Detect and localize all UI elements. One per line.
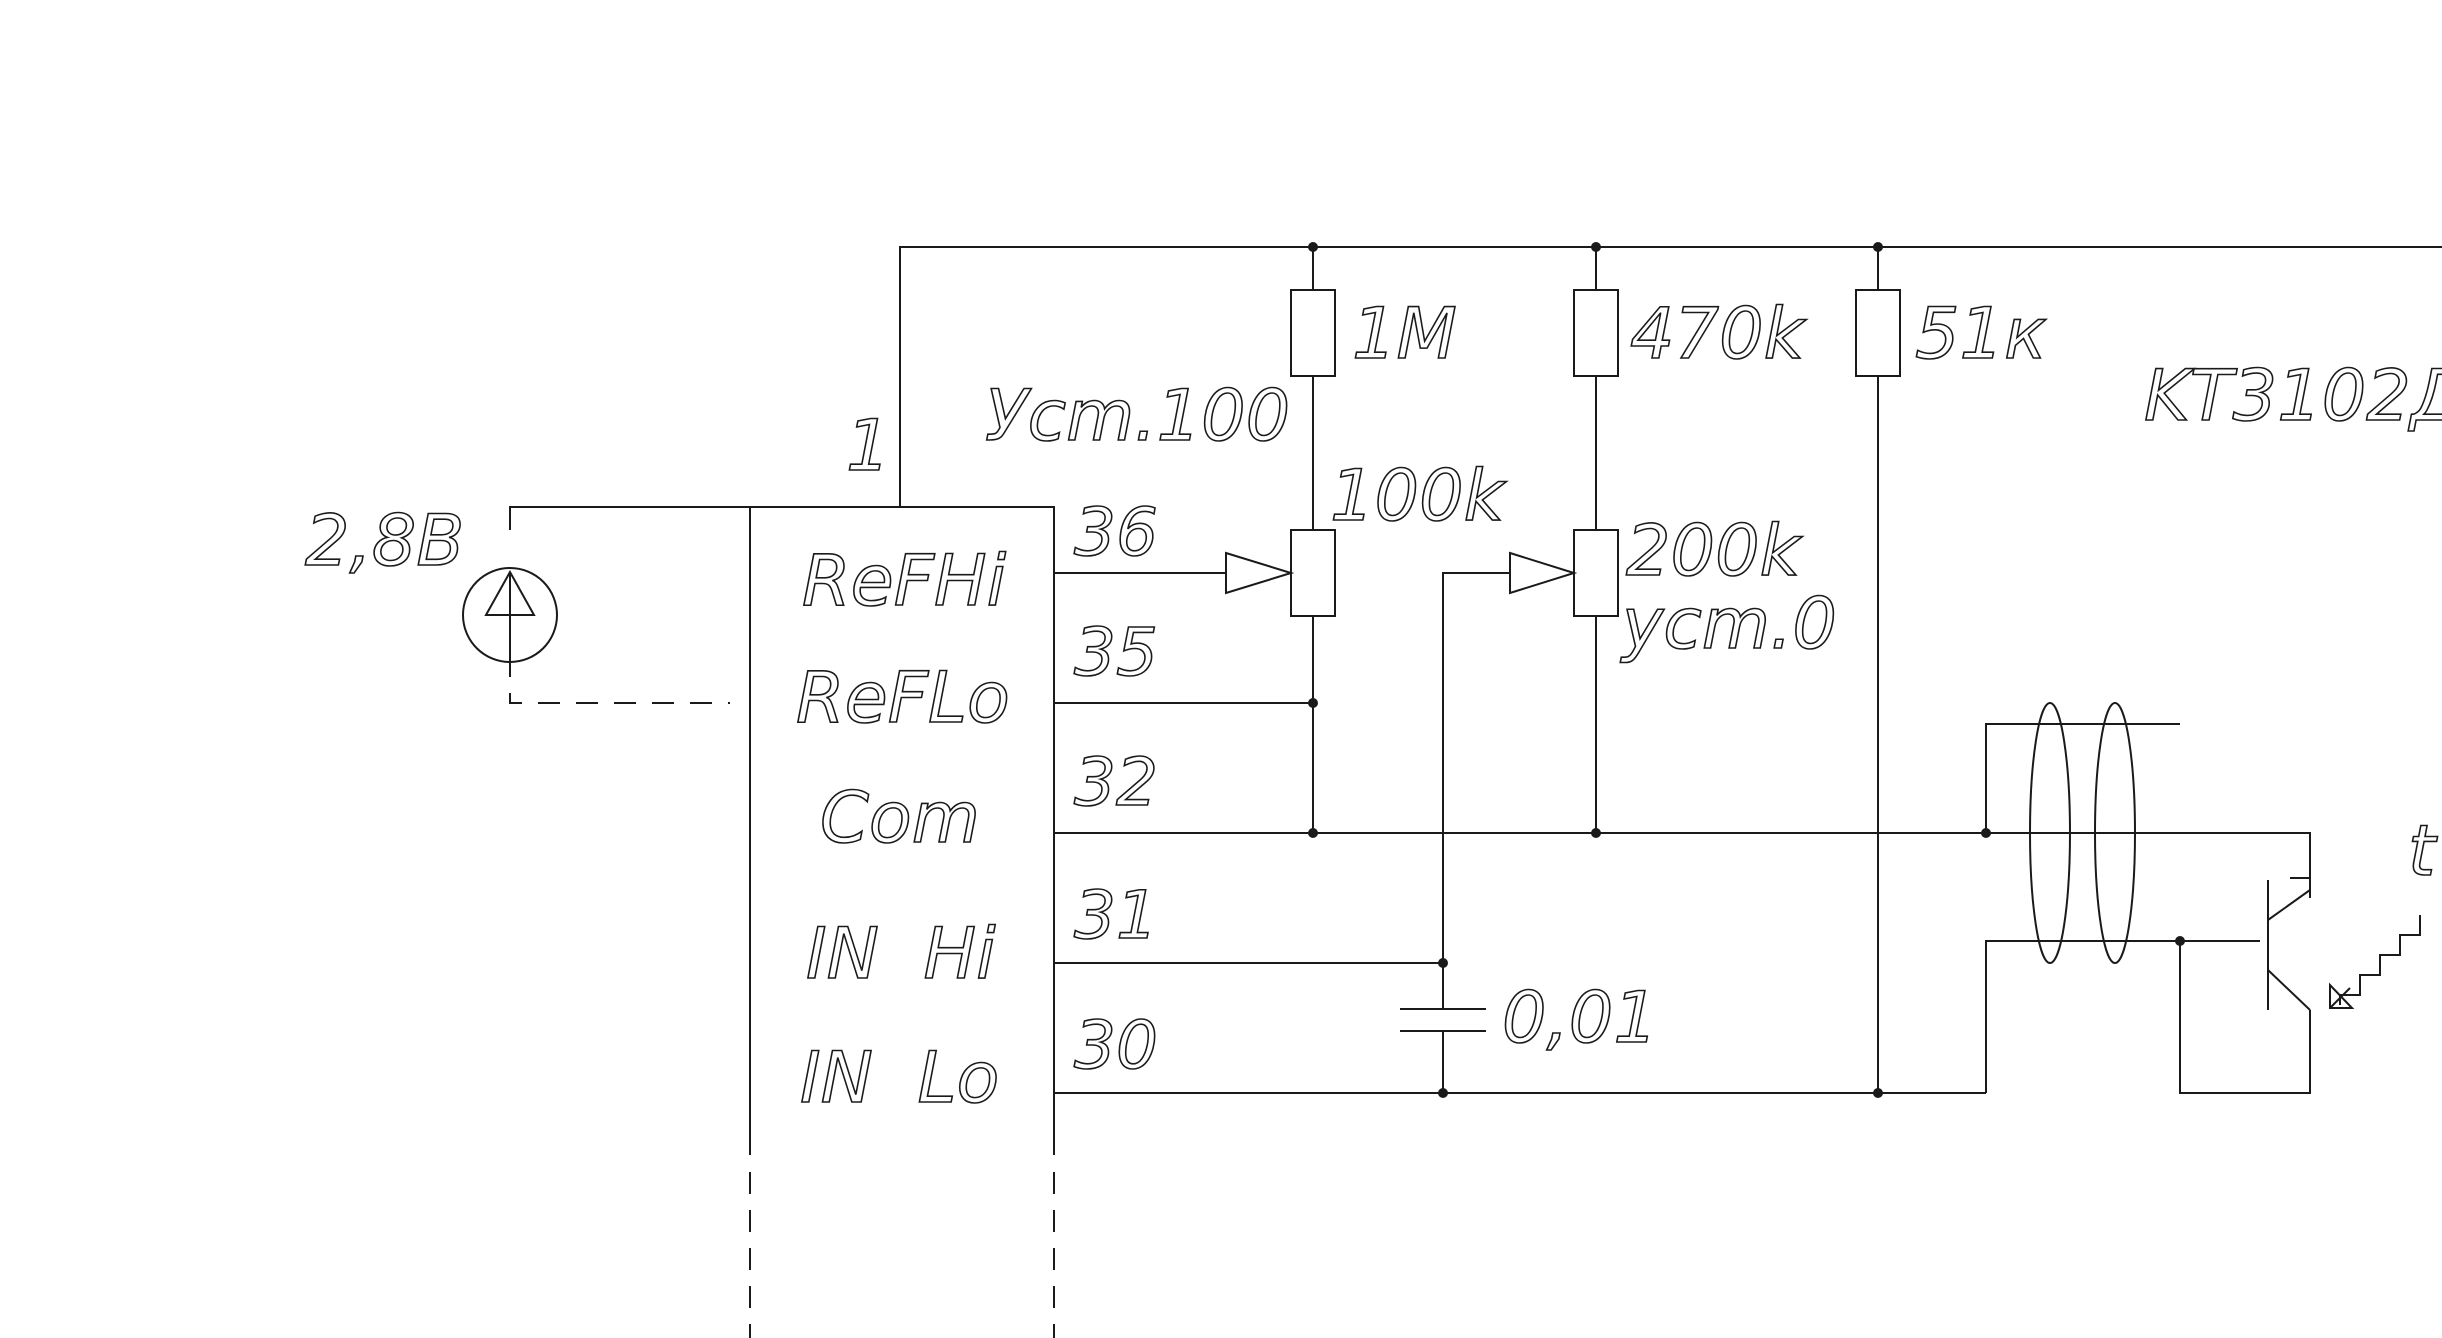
chip-pin-name-com: Com xyxy=(820,777,980,859)
ferrite-ring-icon xyxy=(2094,702,2136,964)
junction-dot xyxy=(1438,958,1448,968)
resistor-1m xyxy=(1290,289,1336,377)
potentiometers xyxy=(1225,529,1619,617)
pot2-setting-label: уcm.0 xyxy=(1620,583,1837,665)
pot1-wiper-arrow-icon xyxy=(1225,551,1295,595)
labels: 2,8B 1 ReFHi ReFLo Com IN Hi IN Lo 36 35… xyxy=(304,292,2442,1120)
resistors xyxy=(1290,289,1901,377)
transistor-emitter-arrow-icon xyxy=(2290,877,2311,898)
potentiometer-200k xyxy=(1573,529,1619,617)
sensor-temperature-label: t xyxy=(2408,810,2438,892)
chip-pin-name-reflo: ReFLo xyxy=(796,657,1010,739)
capacitor xyxy=(1400,1008,1486,1032)
source-dashed-wire xyxy=(509,655,730,704)
junction-dot xyxy=(2175,936,2185,946)
current-source-icon xyxy=(462,567,558,663)
resistor-470k-value: 470k xyxy=(1630,293,1807,375)
potentiometer-100k xyxy=(1290,529,1336,617)
chip-pin-number-31: 31 xyxy=(1074,877,1158,954)
chip-pin-name-refhi: ReFHi xyxy=(802,540,1007,622)
chip-pin-number-30: 30 xyxy=(1074,1007,1158,1084)
junction-dot xyxy=(1308,242,1318,252)
transistor-type-label: KT3102Д xyxy=(2144,355,2442,437)
transistor-collector xyxy=(2267,889,2311,921)
junction-dot xyxy=(1308,828,1318,838)
pot1-setting-label: Уcm.100 xyxy=(985,375,1290,457)
chip-pin-name-inlo: IN Lo xyxy=(800,1037,999,1119)
cable-top-wire xyxy=(1985,723,2180,833)
resistor-51k-value: 51к xyxy=(1915,293,2046,375)
pot2-wiper-wire xyxy=(1442,572,1510,963)
chip-pin-number-35: 35 xyxy=(1074,614,1158,691)
resistor-51k xyxy=(1855,289,1901,377)
source-voltage-label: 2,8B xyxy=(305,500,464,582)
pot2-wiper-arrow-icon xyxy=(1509,551,1578,595)
transistor-emitter xyxy=(2267,969,2311,1011)
resistor-1m-value: 1M xyxy=(1352,293,1457,375)
junction-dot xyxy=(1438,1088,1448,1098)
junction-dot xyxy=(1591,242,1601,252)
transistor-base-loop xyxy=(2179,941,2311,1094)
temperature-arrowhead-icon xyxy=(2329,982,2355,1009)
pot2-value-label: 200k xyxy=(1626,510,1803,592)
source-top-wire xyxy=(509,506,900,530)
junction-dot xyxy=(1981,828,1991,838)
chip-pin-name-inhi: IN Hi xyxy=(806,913,996,995)
resistor-470k xyxy=(1573,289,1619,377)
temperature-arrow-icon xyxy=(2339,915,2421,1005)
capacitor-value-label: 0,01 xyxy=(1502,977,1658,1059)
junctions xyxy=(1308,242,2185,1098)
com-to-transistor-wire xyxy=(1986,832,2311,880)
ferrite-ring-icon xyxy=(2029,702,2071,964)
transistor xyxy=(2267,877,2421,1011)
chip-pin-number-36: 36 xyxy=(1074,494,1158,571)
pot1-value-label: 100k xyxy=(1330,455,1507,537)
junction-dot xyxy=(1308,698,1318,708)
adc-chip xyxy=(749,506,1055,1338)
inlo-to-cable-wire xyxy=(1985,940,2180,1093)
junction-dot xyxy=(1873,242,1883,252)
chip-pin-number-32: 32 xyxy=(1074,744,1158,821)
reference-source xyxy=(462,567,558,663)
junction-dot xyxy=(1873,1088,1883,1098)
chip-outline xyxy=(749,506,1055,1155)
top-rail-wire xyxy=(899,246,2442,507)
source-arrow-head xyxy=(484,569,536,616)
chip-pin1-number: 1 xyxy=(846,405,891,487)
cable-shield xyxy=(2029,702,2136,964)
junction-dot xyxy=(1591,828,1601,838)
